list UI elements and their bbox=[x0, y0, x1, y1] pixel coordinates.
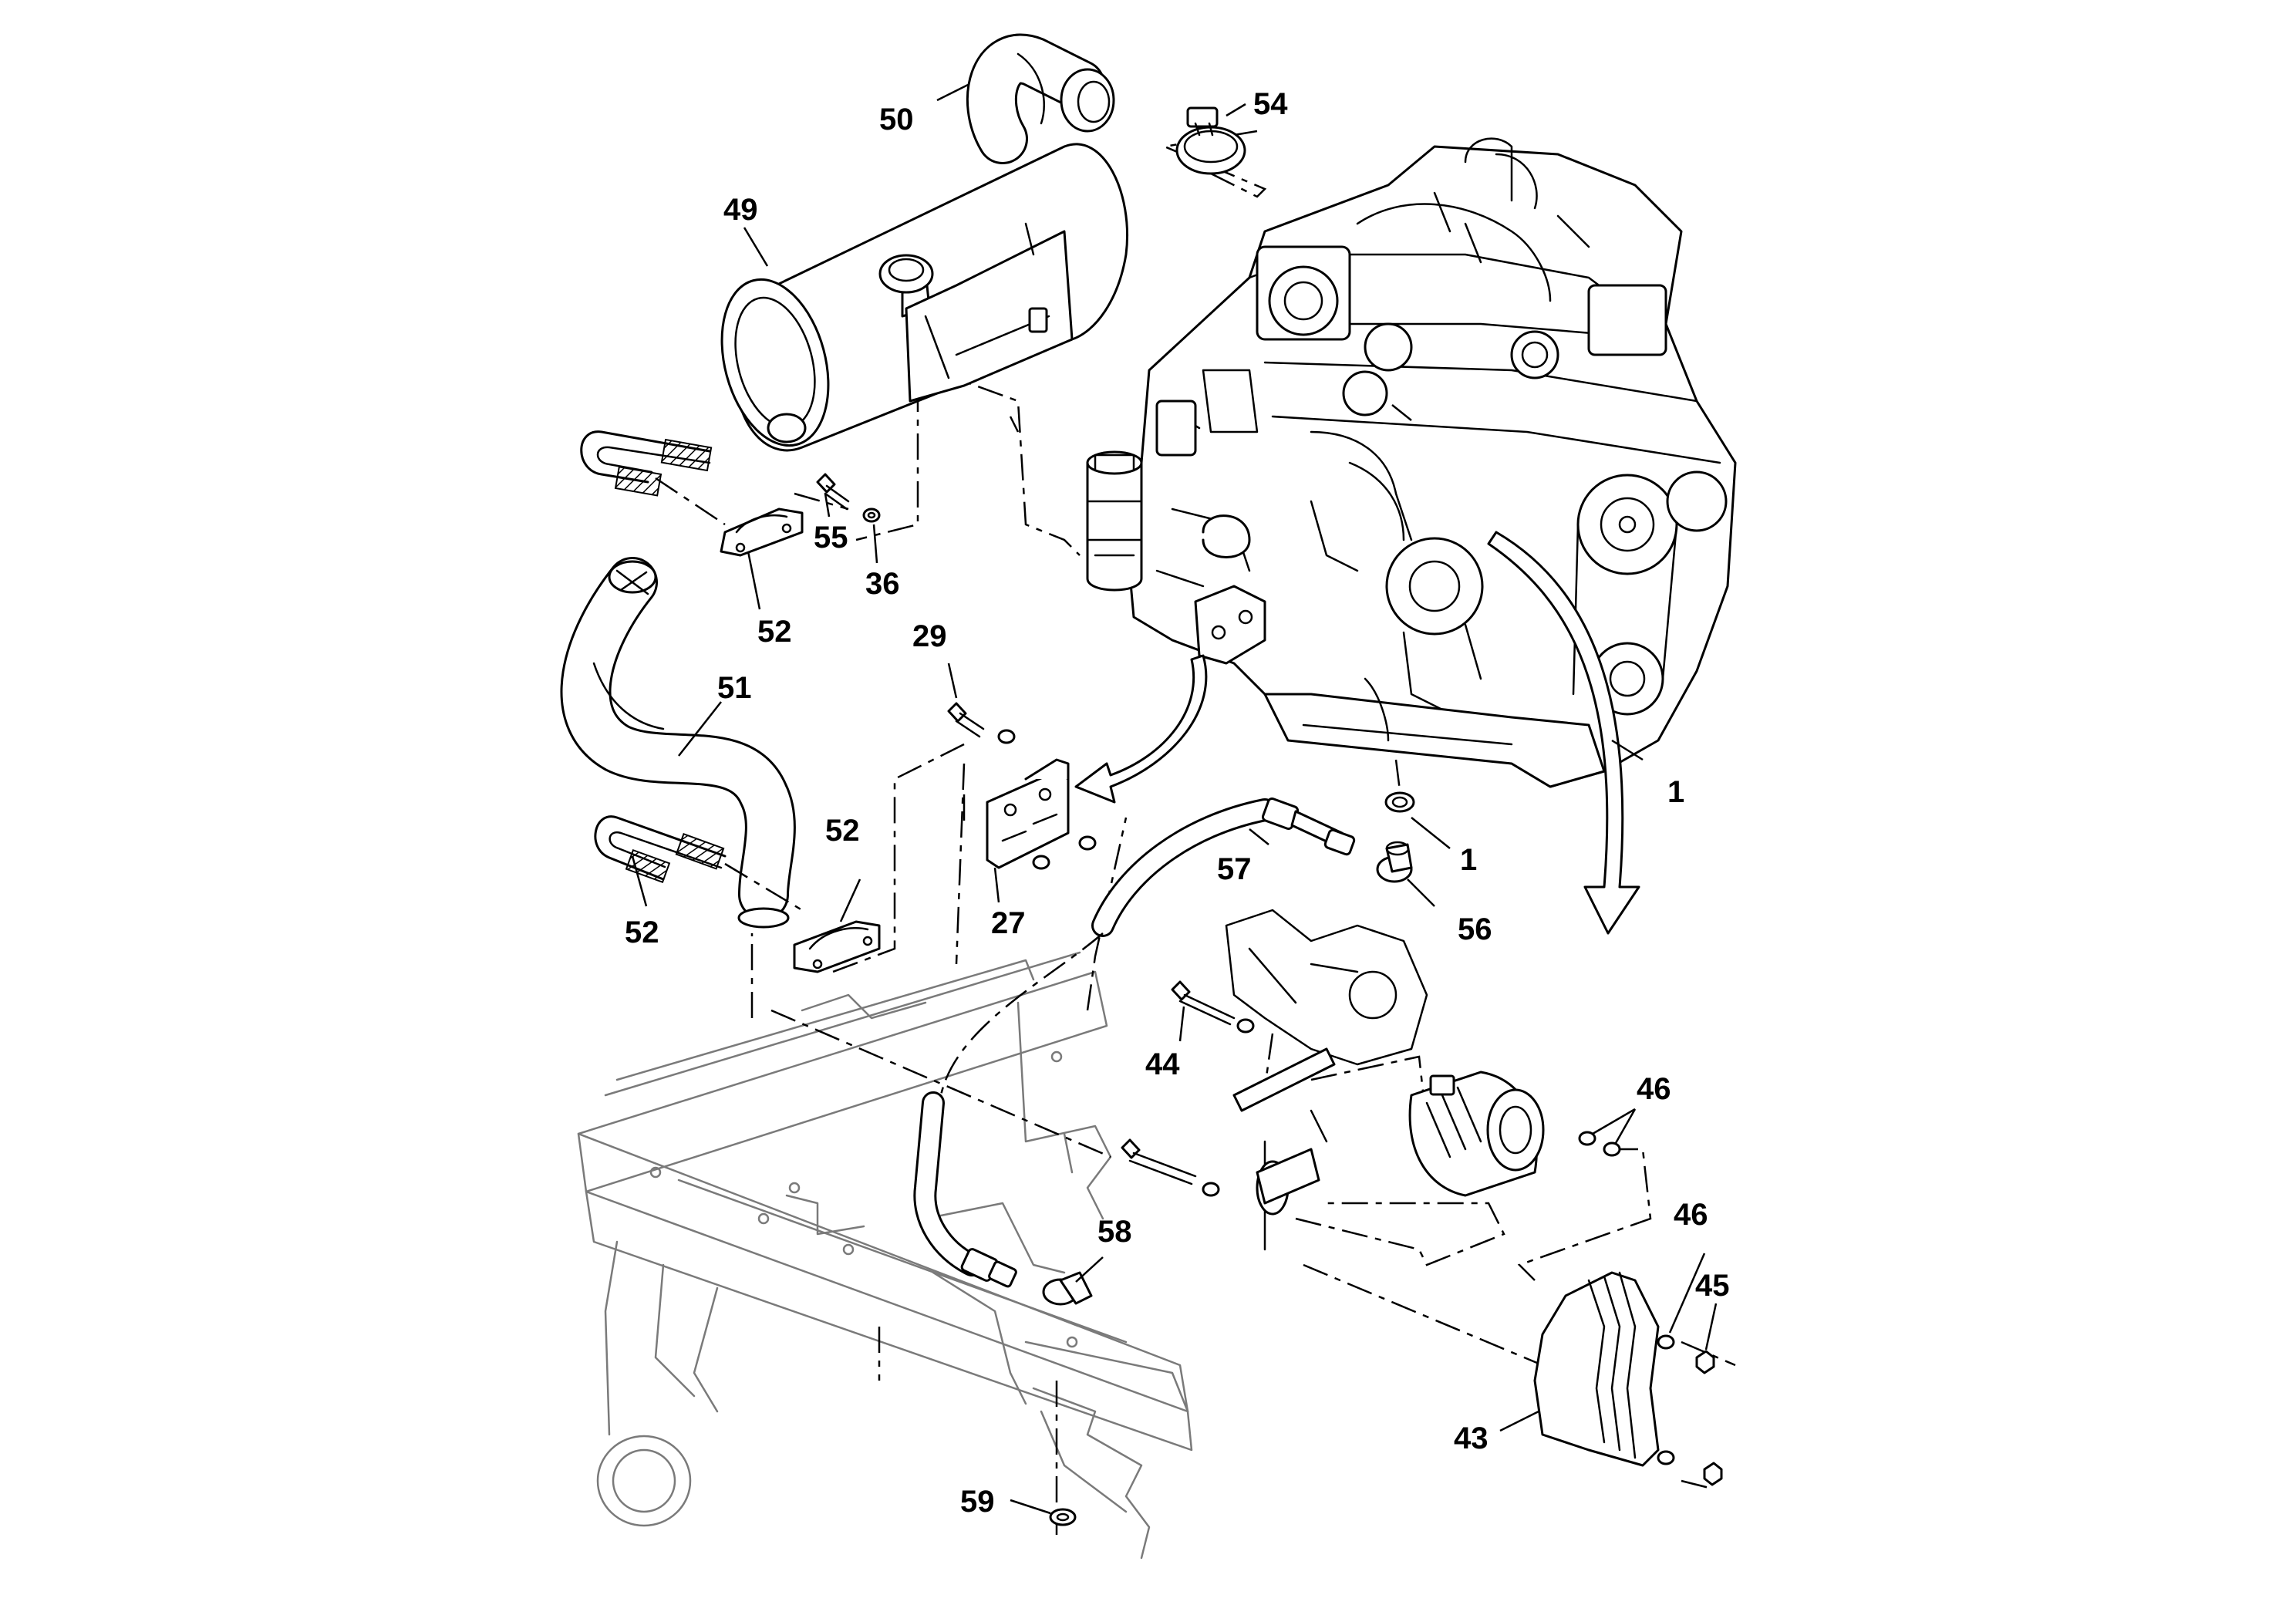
callout-labels: 50 54 49 55 36 52 29 51 52 52 27 57 1 56… bbox=[625, 87, 1730, 1519]
callout-46-lower: 46 bbox=[1674, 1198, 1708, 1232]
hose-clamp-54 bbox=[1175, 106, 1246, 175]
bolt-55 bbox=[816, 473, 850, 511]
callout-52-lower: 52 bbox=[625, 916, 659, 949]
sealing-washer-1 bbox=[1384, 759, 1415, 813]
callout-58: 58 bbox=[1097, 1215, 1132, 1249]
leader-lines bbox=[631, 83, 1718, 1515]
bolt-29 bbox=[947, 702, 1016, 744]
callout-36: 36 bbox=[865, 567, 900, 601]
alternator-bolt bbox=[1121, 1138, 1220, 1197]
exhaust-pipe-upper-50 bbox=[966, 33, 1115, 164]
washer-36 bbox=[862, 508, 881, 523]
callout-52-upper: 52 bbox=[757, 615, 792, 649]
u-bolt-clamp-52-lower bbox=[594, 815, 881, 973]
callout-55: 55 bbox=[814, 521, 848, 555]
callout-51: 51 bbox=[717, 671, 752, 705]
bolt-44 bbox=[1171, 980, 1255, 1034]
callout-50: 50 bbox=[879, 103, 914, 137]
engine-front-detail-ghost bbox=[1225, 909, 1428, 1251]
callout-1-washer: 1 bbox=[1460, 843, 1477, 877]
reference-arrows bbox=[1074, 531, 1640, 935]
callout-54: 54 bbox=[1253, 87, 1288, 121]
callout-52-middle: 52 bbox=[825, 814, 860, 848]
callout-56: 56 bbox=[1458, 912, 1492, 946]
callout-44: 44 bbox=[1145, 1047, 1180, 1081]
washer-59 bbox=[1049, 1508, 1077, 1526]
callout-29: 29 bbox=[912, 619, 947, 653]
alternator bbox=[1408, 1071, 1545, 1197]
callout-57: 57 bbox=[1217, 852, 1252, 886]
engine-assembly bbox=[1086, 137, 1737, 788]
belt-guard-43 bbox=[1533, 1271, 1660, 1467]
callout-27: 27 bbox=[991, 906, 1026, 940]
washers-46 bbox=[1578, 1131, 1675, 1350]
drain-hose-57 bbox=[913, 797, 1356, 1288]
u-bolt-clamp-52-upper bbox=[580, 430, 804, 557]
callout-59: 59 bbox=[960, 1485, 995, 1519]
exhaust-pipe-lower-51 bbox=[560, 557, 796, 929]
callout-49: 49 bbox=[723, 193, 758, 227]
nuts-45 bbox=[1657, 1350, 1723, 1486]
callout-1-engine: 1 bbox=[1667, 775, 1684, 809]
callout-46-upper: 46 bbox=[1637, 1072, 1671, 1106]
callout-43: 43 bbox=[1454, 1421, 1489, 1455]
machine-frame bbox=[577, 951, 1193, 1560]
callout-45: 45 bbox=[1695, 1269, 1730, 1303]
elbow-fitting-58 bbox=[1042, 1271, 1093, 1306]
muffler-49 bbox=[720, 143, 1128, 452]
bracket-27 bbox=[986, 758, 1097, 870]
elbow-fitting-56 bbox=[1376, 841, 1413, 883]
